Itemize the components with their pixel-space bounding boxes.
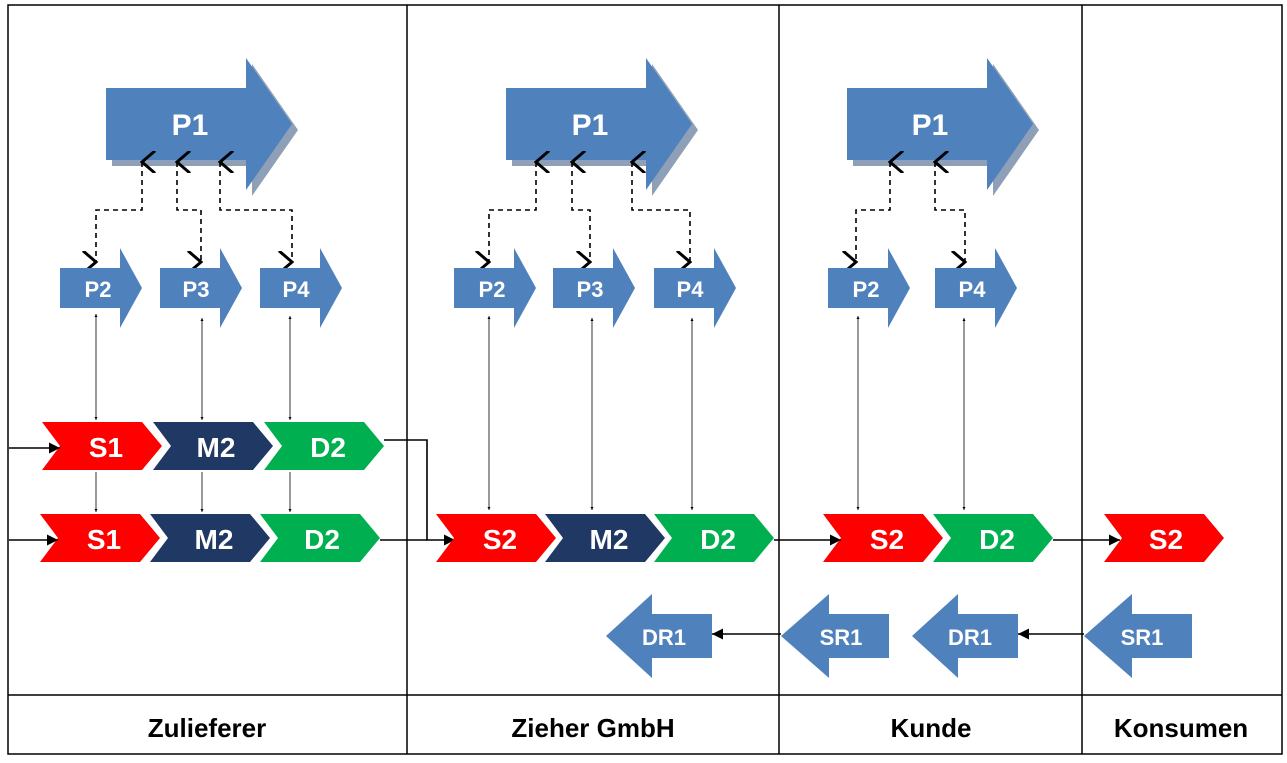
- kunde-dr1-arrow: DR1: [912, 594, 1018, 678]
- zulieferer-p2-arrow: P2: [60, 248, 142, 328]
- kunde-d2-chevron: D2: [933, 514, 1053, 562]
- kunde-p4-arrow: P4: [935, 248, 1017, 328]
- column-label-zieher: Zieher GmbH: [511, 713, 674, 743]
- zieher-s2-chevron: S2: [436, 514, 556, 562]
- zulieferer-s1-chevron-row1: S1: [42, 422, 162, 470]
- table-frame: [7, 4, 1283, 755]
- zulieferer-d2-chevron-row2: D2: [260, 514, 380, 562]
- kunde-plan-links: [856, 162, 965, 262]
- svg-text:P2: P2: [853, 277, 880, 302]
- svg-text:P1: P1: [572, 109, 609, 142]
- svg-text:P2: P2: [479, 277, 506, 302]
- svg-text:S2: S2: [1149, 524, 1183, 555]
- svg-text:D2: D2: [979, 524, 1015, 555]
- svg-text:S2: S2: [483, 524, 517, 555]
- svg-text:S1: S1: [87, 524, 121, 555]
- zieher-d2-chevron: D2: [654, 514, 774, 562]
- zieher-plan-links: [489, 162, 690, 262]
- zieher-p4-arrow: P4: [654, 248, 736, 328]
- svg-text:P4: P4: [959, 277, 987, 302]
- kunde-p2-arrow: P2: [828, 248, 910, 328]
- cross-column-flow-lines: [712, 534, 1120, 640]
- svg-text:P1: P1: [172, 109, 209, 142]
- kunde-vertical-links: [856, 316, 966, 510]
- column-label-konsumen: Konsumen: [1114, 713, 1248, 743]
- svg-text:D2: D2: [310, 432, 346, 463]
- svg-text:P4: P4: [677, 277, 705, 302]
- zulieferer-vertical-links: [94, 314, 292, 512]
- column-label-kunde: Kunde: [891, 713, 972, 743]
- zulieferer-s1-chevron-row2: S1: [40, 514, 160, 562]
- svg-text:SR1: SR1: [820, 625, 863, 650]
- svg-text:M2: M2: [195, 524, 234, 555]
- konsumen-s2-chevron: S2: [1104, 514, 1224, 562]
- kunde-sr1-arrow: SR1: [781, 594, 889, 678]
- zieher-m2-chevron: M2: [545, 514, 665, 562]
- svg-text:P3: P3: [577, 277, 604, 302]
- svg-text:S1: S1: [89, 432, 123, 463]
- zulieferer-flow-lines: [9, 439, 455, 546]
- zieher-vertical-links: [487, 316, 694, 510]
- svg-text:M2: M2: [197, 432, 236, 463]
- zieher-p3-arrow: P3: [553, 248, 635, 328]
- zulieferer-p3-arrow: P3: [160, 248, 242, 328]
- zieher-p1-arrow: P1: [506, 58, 698, 196]
- kunde-p1-arrow: P1: [847, 58, 1039, 196]
- zulieferer-m2-chevron-row2: M2: [150, 514, 270, 562]
- column-label-zulieferer: Zulieferer: [148, 713, 267, 743]
- zulieferer-plan-links: [96, 162, 292, 262]
- svg-text:DR1: DR1: [642, 625, 686, 650]
- kunde-s2-chevron: S2: [823, 514, 943, 562]
- svg-text:DR1: DR1: [948, 625, 992, 650]
- svg-text:P1: P1: [912, 109, 949, 142]
- svg-text:P2: P2: [85, 277, 112, 302]
- konsumen-sr1-arrow: SR1: [1084, 594, 1192, 678]
- svg-text:M2: M2: [590, 524, 629, 555]
- zulieferer-p1-arrow: P1: [106, 58, 298, 196]
- svg-text:D2: D2: [700, 524, 736, 555]
- zieher-dr1-arrow: DR1: [606, 594, 712, 678]
- svg-text:P3: P3: [183, 277, 210, 302]
- svg-text:S2: S2: [870, 524, 904, 555]
- svg-text:SR1: SR1: [1121, 625, 1164, 650]
- svg-text:P4: P4: [283, 277, 311, 302]
- zulieferer-p4-arrow: P4: [260, 248, 342, 328]
- zulieferer-m2-chevron-row1: M2: [153, 422, 273, 470]
- zieher-p2-arrow: P2: [454, 248, 536, 328]
- zulieferer-d2-chevron-row1: D2: [264, 422, 384, 470]
- svg-text:D2: D2: [304, 524, 340, 555]
